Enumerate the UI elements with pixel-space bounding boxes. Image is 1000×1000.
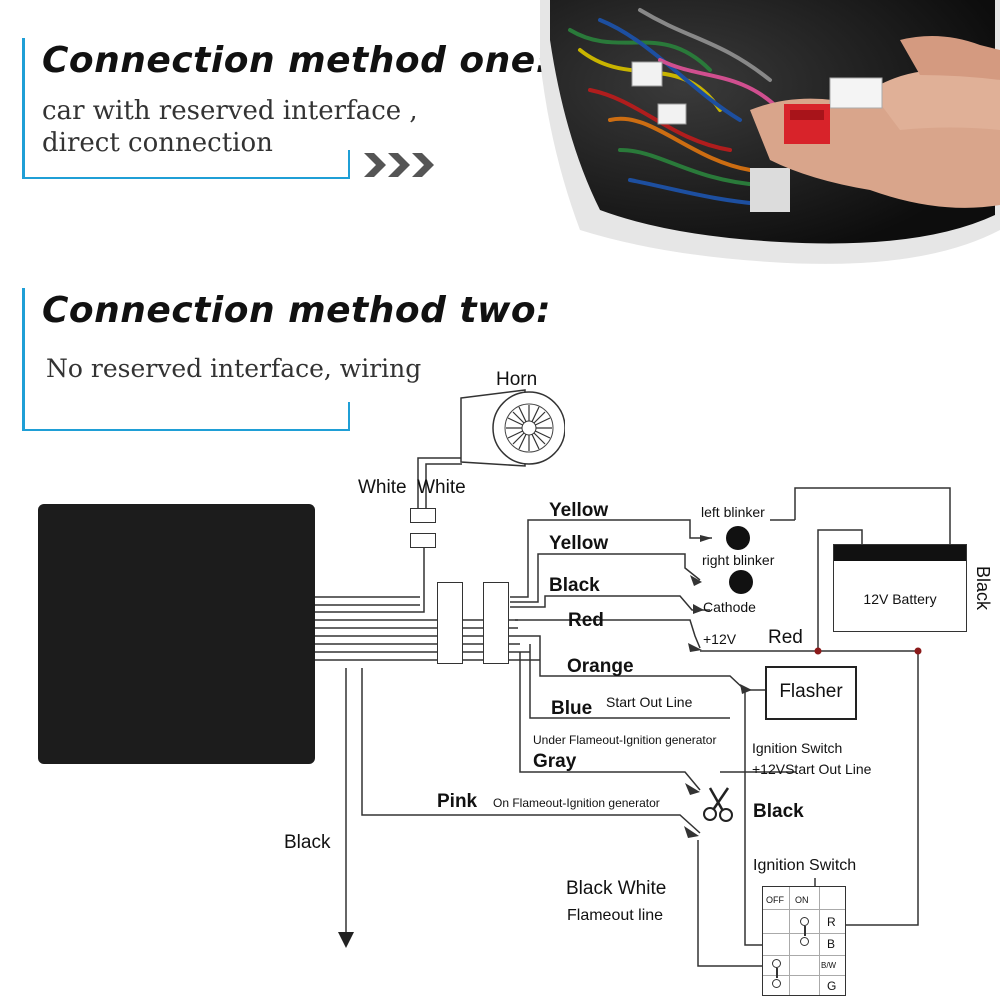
note-under-flameout: Under Flameout-Ignition generator	[533, 733, 717, 747]
switch-label-on: ON	[795, 895, 809, 905]
switch-label-g: G	[827, 979, 837, 993]
note-black-right: Black	[753, 801, 804, 822]
horn-label: Horn	[496, 369, 538, 390]
wire-label-black-ground: Black	[284, 832, 331, 853]
switch-label-b: B	[827, 937, 836, 951]
horn-wires-label: White White	[358, 477, 466, 498]
horn-icon	[460, 389, 565, 467]
note-flameout-line: Flameout line	[567, 907, 664, 924]
wire-label-black-white: Black White	[566, 878, 667, 899]
flasher-label: Flasher	[779, 681, 843, 702]
wire-label-yellow-1: Yellow	[549, 500, 609, 521]
method-two-subtitle: No reserved interface, wiring	[46, 354, 422, 383]
alarm-module	[38, 504, 315, 764]
ignition-switch-box: OFF ON R B B/W G	[762, 886, 846, 996]
note-start-out-12v: +12VStart Out Line	[752, 761, 872, 777]
wire-label-blue: Blue	[551, 698, 593, 719]
wire-label-gray: Gray	[533, 751, 577, 772]
wire-label-orange: Orange	[567, 656, 634, 677]
note-battery-black: Black	[973, 566, 993, 611]
note-left-blinker: left blinker	[701, 504, 765, 520]
note-battery-red: Red	[768, 627, 803, 648]
switch-label-r: R	[827, 915, 836, 929]
method-two-frame	[22, 288, 350, 431]
method-one-line1: car with reserved interface ,	[42, 96, 418, 126]
wire-label-black: Black	[549, 575, 600, 596]
wire-label-yellow-2: Yellow	[549, 533, 609, 554]
note-cathode: Cathode	[703, 599, 756, 615]
note-ignition-switch-1: Ignition Switch	[752, 740, 843, 756]
note-plus12v: +12V	[703, 631, 737, 647]
wiring-photo	[540, 0, 1000, 272]
method-one-line2: direct connection	[42, 128, 273, 158]
chevron-arrows-icon	[364, 153, 434, 177]
horn-connector-bottom	[410, 533, 436, 548]
method-two-title: Connection method two:	[42, 290, 552, 331]
note-start-out-line: Start Out Line	[606, 694, 693, 710]
note-right-blinker: right blinker	[702, 552, 775, 568]
switch-label-off: OFF	[766, 895, 784, 905]
note-ignition-switch-2: Ignition Switch	[753, 857, 857, 874]
battery-label: 12V Battery	[863, 591, 937, 607]
note-on-flameout: On Flameout-Ignition generator	[493, 796, 660, 810]
method-one-title: Connection method one:	[42, 40, 551, 81]
method-one-frame	[22, 38, 350, 179]
battery: 12V Battery	[833, 544, 967, 632]
horn-connector-top	[410, 508, 436, 523]
scissors-icon	[703, 787, 733, 822]
bundle-connector-2	[483, 582, 509, 664]
wire-label-pink: Pink	[437, 791, 478, 812]
wire-label-red: Red	[568, 610, 604, 631]
flasher-box: Flasher	[765, 666, 857, 720]
switch-label-bw: B/W	[821, 961, 837, 970]
bundle-connector-1	[437, 582, 463, 664]
